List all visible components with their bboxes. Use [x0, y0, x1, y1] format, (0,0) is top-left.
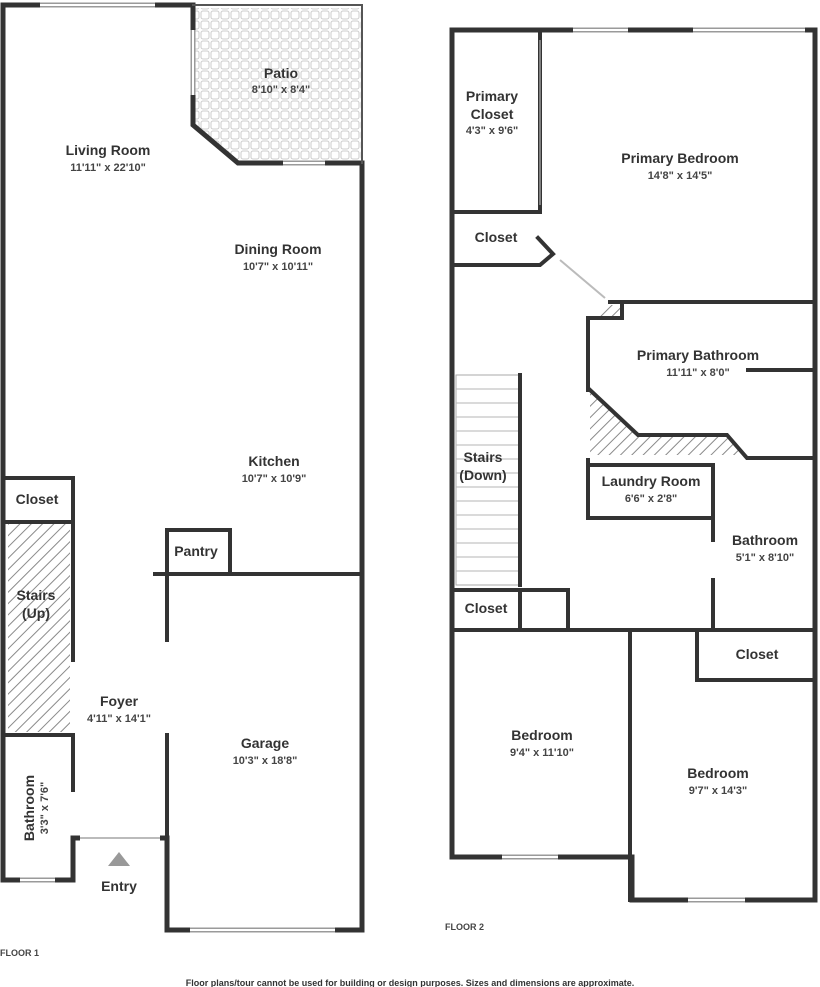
- primary-bath-left-wall: [586, 300, 624, 392]
- bedroom-closet-walls: [695, 628, 817, 682]
- room-name: Dining Room: [234, 241, 321, 257]
- room-dims: 8'10" x 8'4": [252, 84, 310, 96]
- room-dims: 3'3" x 7'6": [39, 782, 51, 834]
- room-name: Garage: [241, 735, 289, 751]
- room-dims: 10'7" x 10'9": [242, 473, 307, 485]
- room-name: Bathroom: [732, 532, 798, 548]
- room-name: Closet: [16, 491, 59, 507]
- patio-area: [193, 8, 362, 163]
- room-dims: 9'7" x 14'3": [689, 785, 747, 797]
- laundry-walls: [586, 458, 715, 520]
- room-dims: 5'1" x 8'10": [736, 552, 794, 564]
- patio-outline: [192, 4, 363, 164]
- room-name: Closet: [465, 600, 508, 616]
- room-name: Patio: [264, 65, 298, 81]
- room-name: Kitchen: [248, 453, 299, 469]
- floor1-plan: Living Room 11'11" x 22'10" Patio 8'10" …: [0, 2, 365, 958]
- primary-bath-bottom-wall: [587, 387, 817, 460]
- room-name: Primary Bedroom: [621, 150, 738, 166]
- room-name: Living Room: [66, 142, 151, 158]
- bathroom-shower-hatch: [590, 390, 745, 455]
- room-name: Bedroom: [687, 765, 748, 781]
- room-dims: 14'8" x 14'5": [648, 170, 713, 182]
- small-hatch: [590, 305, 622, 318]
- stairs-up-hatch: [8, 522, 70, 732]
- floor-label: FLOOR 1: [0, 948, 39, 958]
- disclaimer-text: Floor plans/tour cannot be used for buil…: [186, 978, 635, 987]
- room-name-multiline: Stairs(Up): [17, 587, 56, 621]
- room-dims: 4'3" x 9'6": [466, 125, 518, 137]
- room-dims: 11'11" x 22'10": [70, 162, 146, 174]
- room-name: Closet: [475, 229, 518, 245]
- floor-label: FLOOR 2: [445, 922, 484, 932]
- bathroom-bottom-wall: [711, 578, 817, 632]
- room-name: Bedroom: [511, 727, 572, 743]
- room-name: Laundry Room: [602, 473, 701, 489]
- entry-label: Entry: [101, 878, 137, 894]
- room-dims: 10'7" x 10'11": [243, 261, 313, 273]
- room-name: Closet: [736, 646, 779, 662]
- stairs-bottom-wall: [1, 733, 75, 792]
- linen-closet-walls: [518, 588, 570, 632]
- stairs-down-graphic: [455, 374, 521, 586]
- room-name-multiline: Stairs(Down): [459, 449, 506, 483]
- closet-hall-walls: [450, 235, 556, 267]
- room-name: Bathroom: [21, 775, 37, 841]
- door-opening: [559, 259, 606, 299]
- room-dims: 9'4" x 11'10": [510, 747, 574, 759]
- room-dims: 4'11" x 14'1": [87, 713, 151, 725]
- room-name: Primary Bathroom: [637, 347, 759, 363]
- entry-arrow-icon: [108, 852, 130, 866]
- room-dims: 10'3" x 18'8": [233, 755, 298, 767]
- pantry-walls: [165, 528, 232, 576]
- room-dims: 6'6" x 2'8": [625, 493, 677, 505]
- room-name: Foyer: [100, 693, 139, 709]
- room-dims: 11'11" x 8'0": [666, 367, 729, 379]
- closet-walls: [1, 476, 75, 524]
- room-name: Pantry: [174, 543, 218, 559]
